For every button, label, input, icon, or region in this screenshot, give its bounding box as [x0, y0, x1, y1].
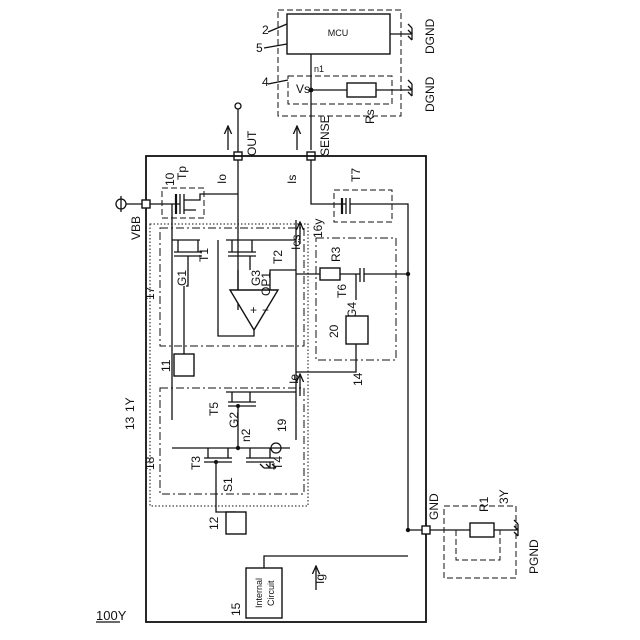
block-11	[174, 354, 194, 376]
block-12	[226, 512, 246, 534]
resistor-r1	[470, 523, 494, 537]
internal-circuit-line1: Internal	[254, 578, 264, 608]
r1-label: R1	[477, 496, 491, 512]
pgnd-label: PGND	[527, 539, 541, 574]
sense-dgnd-label: DGND	[423, 76, 437, 112]
pgnd-ground-symbol	[514, 520, 518, 536]
out-terminal	[235, 103, 241, 109]
block-18: 18 T5 G2 n2 T3 T4 S1 19 12 Ie 1Y 13	[123, 374, 304, 534]
ref-18: 18	[143, 456, 157, 470]
ref-5-leader	[264, 44, 287, 48]
gnd-pin-label: GND	[427, 493, 441, 520]
ref-11: 11	[159, 359, 173, 372]
mcu-label: MCU	[328, 28, 349, 38]
t6-label: T6	[335, 284, 349, 298]
ref-12: 12	[207, 516, 221, 530]
t1-label: T1	[197, 248, 211, 262]
internal-circuit-box	[246, 568, 282, 618]
opamp-minus: −	[262, 303, 269, 317]
t7-label: T7	[349, 168, 363, 182]
internal-to-gnd	[264, 556, 408, 568]
resistor-r3	[320, 268, 340, 280]
output-pins: OUT Io SENSE Is	[215, 103, 332, 184]
vbb-pin-label: VBB	[129, 216, 143, 240]
internal-circuit-line2: Circuit	[266, 580, 276, 606]
t2-symbol	[226, 240, 296, 256]
ref-2: 2	[262, 23, 269, 37]
ref-15: 15	[229, 602, 243, 616]
ref-5: 5	[256, 41, 263, 55]
ref-4: 4	[262, 75, 269, 89]
ref-19: 19	[275, 418, 289, 432]
is-label: Is	[285, 175, 299, 184]
r1-dashed-outline	[444, 506, 516, 578]
ie-label: Ie	[287, 374, 301, 384]
g1-label: G1	[175, 270, 189, 286]
t3-label: T3	[189, 456, 203, 470]
n2-label: n2	[239, 428, 253, 442]
t6-symbol	[356, 268, 408, 300]
ref-14: 14	[351, 372, 365, 386]
vbb-pin	[142, 200, 150, 208]
tp-dashed-outline	[162, 188, 204, 218]
node-n1-label: n1	[314, 64, 324, 74]
block-20-wire	[296, 344, 356, 372]
node-t6-rail	[406, 272, 410, 276]
rs-label: Rs	[363, 109, 377, 124]
gnd-node	[406, 528, 410, 532]
right-block: T7 16y 14 R3 T6 G4 20	[296, 160, 410, 530]
ref-3y: 3Y	[497, 489, 511, 504]
resistor-rs	[347, 83, 376, 97]
t5-label: T5	[207, 402, 221, 416]
ref-1y: 1Y	[123, 397, 137, 412]
internal-circuit-block: Internal Circuit 15 Ig	[229, 556, 408, 618]
opamp-label: OP1	[259, 272, 273, 296]
t2-label: T2	[271, 250, 285, 264]
ig-label: Ig	[313, 574, 327, 584]
sense-resistor-block: 4 n1 Vs Rs DGND	[262, 54, 437, 150]
r3-label: R3	[329, 246, 343, 262]
figure-label: 100Y	[96, 608, 127, 623]
io-label: Io	[215, 174, 229, 184]
t5-symbol	[226, 392, 296, 406]
ic-outline	[146, 156, 426, 622]
mcu-block: MCU 2 5 DGND	[256, 10, 437, 116]
sense-pin-label: SENSE	[318, 115, 332, 156]
s1-label: S1	[221, 477, 235, 492]
opamp-plus: +	[250, 303, 257, 317]
block-20	[346, 316, 368, 344]
sense-ground-symbol	[408, 80, 412, 96]
gnd-pin	[422, 526, 430, 534]
ref-16y: 16y	[311, 219, 325, 238]
out-pin-label: OUT	[245, 130, 259, 156]
vbb-supply: VBB	[116, 196, 172, 420]
ref-17: 17	[143, 286, 157, 300]
ref-20: 20	[327, 324, 341, 338]
mcu-dgnd-label: DGND	[423, 18, 437, 54]
ref-13: 13	[123, 416, 137, 430]
ics-label: Ics	[289, 235, 303, 250]
ref-10: 10	[163, 172, 177, 186]
t7-symbol	[311, 160, 408, 530]
g2-label: G2	[227, 412, 241, 428]
tp-label: Tp	[175, 166, 189, 180]
vs-label: Vs	[296, 82, 310, 96]
tp-symbol	[172, 194, 238, 214]
